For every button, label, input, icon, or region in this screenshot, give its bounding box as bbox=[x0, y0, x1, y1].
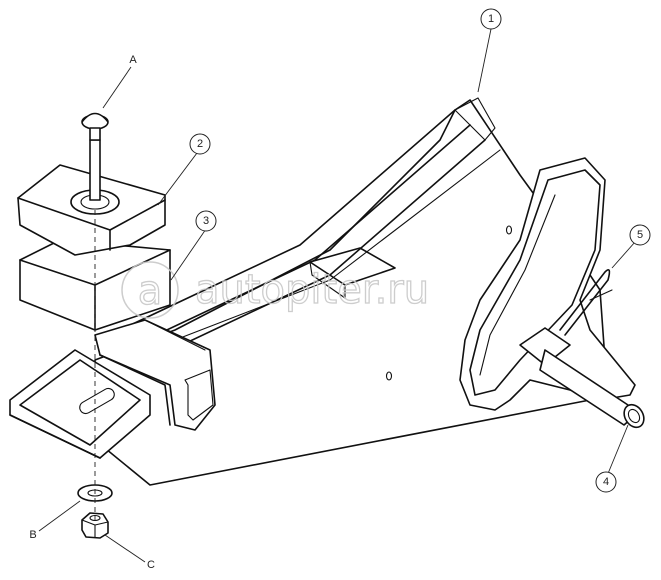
callout-3: 3 bbox=[195, 210, 217, 232]
pivot-pin bbox=[519, 327, 645, 429]
watermark: a autopiter.ru bbox=[121, 261, 430, 319]
callout-4: 4 bbox=[595, 471, 617, 493]
hairpin-clip bbox=[559, 269, 613, 336]
letter-b: B bbox=[29, 529, 36, 541]
callout-5: 5 bbox=[629, 224, 651, 246]
rear-channel bbox=[94, 319, 216, 431]
callout-2-label: 2 bbox=[197, 138, 203, 150]
callout-4-label: 4 bbox=[603, 476, 609, 488]
callout-1-label: 1 bbox=[488, 13, 494, 25]
watermark-glyph: a bbox=[138, 268, 163, 314]
callout-2: 2 bbox=[189, 133, 211, 155]
mounting-foot bbox=[9, 349, 151, 459]
upper-clamp bbox=[17, 164, 166, 256]
watermark-text: autopiter.ru bbox=[195, 267, 429, 313]
callout-5-label: 5 bbox=[637, 229, 643, 241]
callout-1: 1 bbox=[480, 8, 502, 30]
hex-nut bbox=[81, 512, 109, 539]
leader-lines bbox=[38, 28, 636, 563]
letter-c: C bbox=[147, 559, 155, 571]
carriage-bolt bbox=[81, 112, 109, 201]
letter-a: A bbox=[129, 54, 137, 66]
callout-3-label: 3 bbox=[203, 215, 209, 227]
